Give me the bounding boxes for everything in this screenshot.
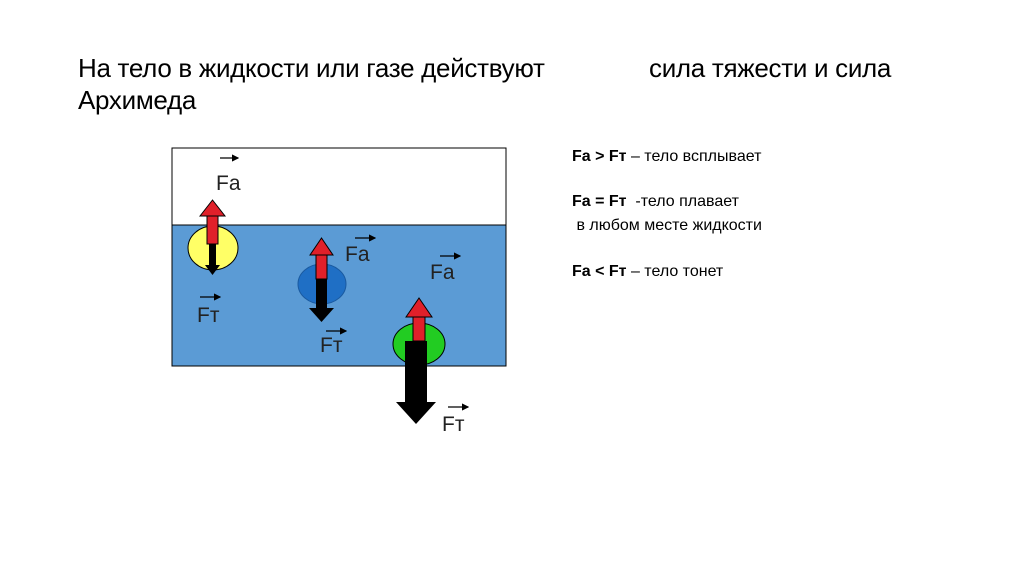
svg-text:Fa: Fa — [430, 261, 455, 284]
condition-rise-text: – тело всплывает — [626, 148, 762, 165]
condition-float-formula: Fa = Fт — [572, 193, 627, 210]
title-part-1: На тело в жидкости или газе действуют — [78, 53, 545, 83]
condition-float-text-2: в любом месте жидкости — [572, 217, 762, 234]
condition-sink-formula: Fa < Fт — [572, 263, 627, 280]
label-ft-middle: Fт — [320, 327, 348, 357]
archimedes-arrow-sinking — [405, 297, 433, 342]
condition-float-line2: в любом месте жидкости — [572, 215, 762, 237]
condition-float: Fa = Fт -тело плавает — [572, 191, 739, 213]
archimedes-arrow-suspended — [309, 237, 334, 280]
label-fa-above: Fa — [216, 154, 241, 195]
condition-sink-text: – тело тонет — [626, 263, 724, 280]
label-fa-right: Fa — [430, 252, 462, 284]
title-part-2: сила тяжести и сила — [649, 53, 892, 83]
svg-text:Fт: Fт — [197, 304, 220, 327]
condition-rise-formula: Fa > Fт — [572, 148, 627, 165]
condition-sink: Fa < Fт – тело тонет — [572, 261, 723, 283]
air-region — [172, 148, 506, 225]
condition-rise: Fa > Fт – тело всплывает — [572, 146, 761, 168]
gravity-arrow-suspended — [309, 279, 334, 322]
svg-text:Fт: Fт — [442, 413, 465, 436]
vessel-outline — [171, 147, 507, 367]
svg-text:Fa: Fa — [216, 172, 241, 195]
gravity-arrow-floating — [205, 244, 220, 275]
svg-text:Fт: Fт — [320, 334, 343, 357]
title-part-3: Архимеда — [78, 85, 197, 115]
label-ft-left: Fт — [197, 293, 222, 327]
label-ft-bottom: Fт — [442, 403, 470, 436]
label-fa-middle: Fa — [345, 234, 377, 266]
gravity-arrow-sinking — [396, 341, 436, 424]
condition-float-text: -тело плавает — [626, 193, 739, 210]
svg-text:Fa: Fa — [345, 243, 370, 266]
